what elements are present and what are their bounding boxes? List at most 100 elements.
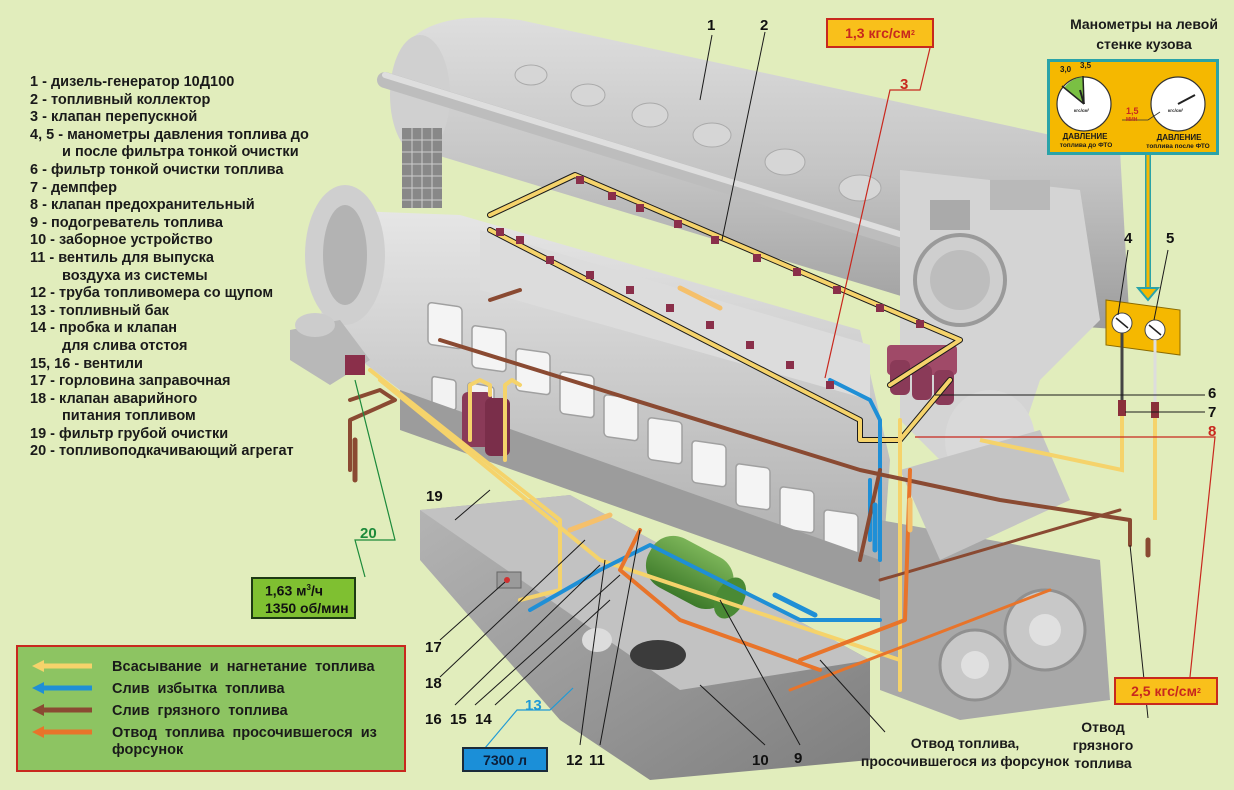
legend-item: 14 - пробка и клапан — [30, 320, 178, 337]
fuel-collector-injectors — [496, 176, 924, 389]
callout-6: 6 — [1208, 385, 1217, 402]
dirty-outlet-line3: топлива — [1074, 755, 1132, 771]
callout-12: 12 — [566, 752, 583, 769]
gauge-pointer-arrow — [1135, 155, 1161, 302]
callout-14: 14 — [475, 711, 492, 728]
right-gauge-caption: ДАВЛЕНИЕ — [1156, 133, 1202, 142]
pump-performance-box: 1,63 м3/ч 1350 об/мин — [251, 577, 356, 619]
leader-lines — [439, 31, 1205, 746]
tank-volume-value: 7300 л — [483, 751, 527, 768]
legend-item: 15, 16 - вентили — [30, 355, 143, 372]
right-gauge-subcaption: топлива после ФТО — [1146, 143, 1210, 150]
legend-item: 12 - труба топливомера со щупом — [30, 285, 274, 302]
injector — [546, 256, 554, 264]
injector — [496, 228, 504, 236]
bypass-pressure-unit-sup: 2 — [910, 29, 915, 37]
legend-item: 2 - топливный коллектор — [30, 91, 211, 108]
legend-item: 19 - фильтр грубой очистки — [30, 425, 229, 442]
leak-outlet-line2: просочившегося из форсунок — [860, 753, 1070, 769]
flow-legend-label: Отвод топлива просочившегося из форсунок — [112, 725, 377, 758]
left-gauge-mark-low: 3,0 — [1060, 65, 1072, 74]
red-leader-lines — [824, 47, 1216, 678]
cylinder-cover — [471, 325, 507, 373]
legend-item: 4, 5 - манометры давления топлива до — [30, 126, 309, 143]
legend-item: питания топливом — [62, 408, 196, 425]
callout-1: 1 — [707, 17, 716, 34]
flow-legend-label: Слив грязного топлива — [112, 703, 288, 719]
gauge-dials — [1056, 75, 1206, 132]
min-pressure-label: МИН — [1126, 117, 1138, 123]
callout-10: 10 — [752, 752, 769, 769]
injector — [516, 236, 524, 244]
min-pressure-value: 1,5 — [1126, 106, 1139, 116]
fine-filter — [887, 345, 957, 405]
injector — [666, 304, 674, 312]
cylinder-cover — [691, 440, 727, 488]
left-arrow-icon — [32, 703, 94, 717]
right-gauge-unit: кгс/см² — [1168, 108, 1184, 113]
injector — [786, 361, 794, 369]
dirty-outlet-line2: грязного — [1072, 737, 1134, 753]
green-leader-line — [354, 379, 396, 578]
legend-item: 10 - заборное устройство — [30, 232, 213, 249]
legend-item: 8 - клапан предохранительный — [30, 197, 255, 214]
callout-16: 16 — [425, 711, 442, 728]
left-gauge-mark-high: 3,5 — [1080, 61, 1092, 70]
pump-flow-unit: /ч — [310, 582, 323, 599]
right-gauge-dial — [1150, 76, 1206, 132]
pump-flow: 1,63 м3/ч — [265, 579, 323, 600]
tank-volume-box: 7300 л — [462, 747, 548, 772]
callout-7: 7 — [1208, 404, 1217, 421]
injector — [626, 286, 634, 294]
legend-item: 1 - дизель-генератор 10Д100 — [30, 74, 235, 90]
flow-legend-row-dirty: Слив грязного топлива — [32, 703, 288, 720]
legend-item: 17 - горловина заправочная — [30, 373, 231, 390]
gauges-title-line2: стенке кузова — [1096, 36, 1192, 52]
pump-flow-value: 1,63 м — [265, 582, 307, 599]
callout-4: 4 — [1124, 230, 1133, 247]
callout-17: 17 — [425, 639, 442, 656]
injector — [711, 236, 719, 244]
safety-pressure-value: 2,5 кгс/см — [1131, 683, 1197, 699]
gauges-title-line1: Манометры на левой — [1070, 16, 1218, 32]
callout-13: 13 — [525, 697, 542, 714]
leak-outlet-line1: Отвод топлива, — [910, 735, 1020, 751]
injector — [876, 304, 884, 312]
gauges-title: Манометры на левой стенке кузова — [1060, 14, 1228, 54]
injector — [833, 286, 841, 294]
safety-pressure-unit-sup: 2 — [1196, 687, 1201, 695]
legend-item: 6 - фильтр тонкой очистки топлива — [30, 161, 284, 178]
legend-item: 18 - клапан аварийного — [30, 390, 198, 407]
left-arrow-icon — [32, 725, 94, 739]
callout-3: 3 — [900, 76, 909, 93]
injector — [753, 254, 761, 262]
bypass-pressure-value: 1,3 кгс/см — [845, 25, 911, 41]
cylinder-cover — [647, 417, 683, 465]
leak-outlet-note: Отвод топлива, просочившегося из форсуно… — [855, 734, 1075, 770]
callout-18: 18 — [425, 675, 442, 692]
legend-item: и после фильтра тонкой очистки — [62, 144, 299, 161]
left-arrow-icon — [32, 681, 94, 695]
legend-item: для слива отстоя — [62, 337, 188, 354]
legend-item: 20 - топливоподкачивающий агрегат — [30, 443, 294, 460]
injector — [916, 320, 924, 328]
blue-leader-line — [484, 687, 574, 749]
callout-19: 19 — [426, 488, 443, 505]
callout-20: 20 — [360, 525, 377, 542]
legend-item: 3 - клапан перепускной — [30, 109, 198, 126]
dirty-outlet-note: Отвод грязного топлива — [1058, 718, 1148, 772]
dirty-outlet-line1: Отвод — [1081, 719, 1125, 735]
lower-housing — [880, 430, 1110, 720]
callout-2: 2 — [760, 17, 769, 34]
fuel-pump-unit — [290, 313, 370, 385]
fuel-lines — [348, 172, 1132, 692]
cylinder-cover — [779, 486, 815, 534]
injector — [706, 321, 714, 329]
legend-item: 9 - подогреватель топлива — [30, 214, 223, 231]
injector — [746, 341, 754, 349]
injector — [608, 192, 616, 200]
injector — [826, 381, 834, 389]
